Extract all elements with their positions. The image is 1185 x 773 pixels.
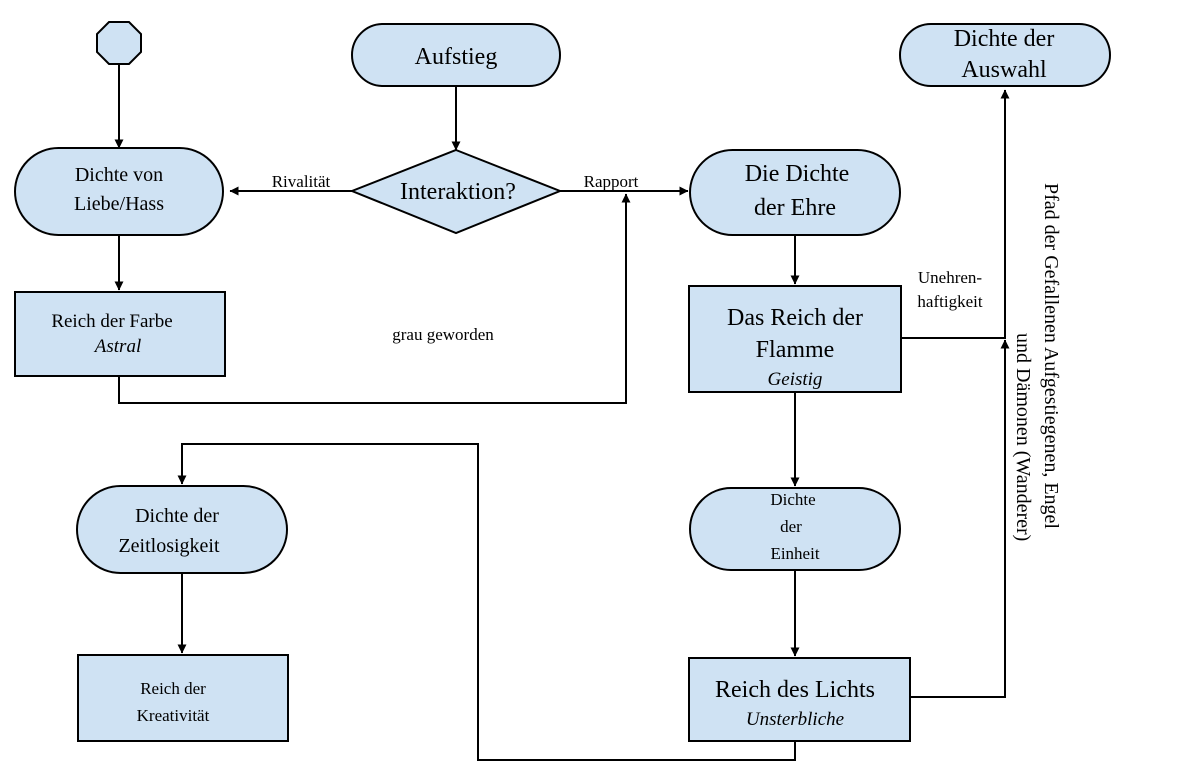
- label-rapport: Rapport: [584, 172, 639, 191]
- node-dichte-einheit-line3: Einheit: [770, 544, 819, 563]
- node-reich-flamme-shape: [688, 285, 902, 393]
- label-pfad-line2: und Dämonen (Wanderer): [1012, 333, 1034, 541]
- node-dichte-ehre-line1: Die Dichte: [745, 161, 850, 187]
- node-reich-lichts-title: Reich des Lichts: [715, 677, 875, 703]
- label-grau-geworden: grau geworden: [392, 325, 494, 344]
- start-node-octagon: [96, 21, 142, 65]
- node-dichte-ehre-line2: der Ehre: [754, 195, 836, 221]
- node-liebe-hass: Dichte von Liebe/Hass: [14, 147, 224, 236]
- node-dichte-auswahl-line2: Auswahl: [961, 57, 1047, 83]
- node-dichte-auswahl: Dichte der Auswahl: [899, 23, 1111, 87]
- node-reich-lichts-sub: Unsterbliche: [746, 709, 844, 730]
- node-reich-flamme-sub: Geistig: [768, 369, 823, 390]
- node-dichte-einheit-shape: [689, 487, 901, 571]
- node-interaktion-label: Interaktion?: [400, 179, 516, 205]
- node-dichte-zeitlosigkeit-line1: Dichte der: [135, 505, 219, 527]
- node-liebe-hass-shape: [14, 147, 224, 236]
- node-reich-flamme-title2: Flamme: [756, 337, 835, 363]
- node-aufstieg-label: Aufstieg: [415, 44, 498, 70]
- node-reich-farbe-shape: [14, 291, 226, 377]
- node-reich-farbe: Reich der Farbe Astral: [14, 291, 226, 377]
- node-dichte-zeitlosigkeit-shape: [76, 485, 288, 574]
- node-dichte-zeitlosigkeit: Dichte der Zeitlosigkeit: [76, 485, 288, 574]
- label-rivalitaet: Rivalität: [272, 172, 331, 191]
- node-reich-kreativitaet: Reich der Kreativität: [77, 654, 289, 742]
- node-dichte-einheit-line1: Dichte: [770, 490, 815, 509]
- node-reich-kreativitaet-shape: [77, 654, 289, 742]
- node-liebe-hass-line1: Dichte von: [75, 164, 163, 186]
- node-interaktion-shape: [349, 148, 563, 235]
- node-dichte-zeitlosigkeit-line2: Zeitlosigkeit: [118, 535, 220, 557]
- edges: [114, 64, 1010, 761]
- node-reich-kreativitaet-line2: Kreativität: [137, 706, 210, 725]
- node-reich-farbe-sub: Astral: [93, 336, 141, 357]
- node-dichte-auswahl-shape: [899, 23, 1111, 87]
- node-aufstieg-shape: [351, 23, 561, 87]
- label-unehrenhaftigkeit-line1: Unehren-: [918, 268, 983, 287]
- edge-pfad-gefallene: [910, 339, 1010, 698]
- node-reich-flamme: Das Reich der Flamme Geistig: [688, 285, 902, 393]
- node-reich-kreativitaet-line1: Reich der: [140, 679, 206, 698]
- edge-grau-geworden: [118, 193, 631, 404]
- node-liebe-hass-line2: Liebe/Hass: [74, 193, 164, 215]
- node-interaktion: Interaktion?: [349, 148, 563, 235]
- label-pfad-line1: Pfad der Gefallenen Aufgestiegenen, Enge…: [1040, 183, 1062, 529]
- node-aufstieg: Aufstieg: [351, 23, 561, 87]
- edge-lichts-to-zeitlosigkeit: [177, 443, 796, 761]
- node-reich-farbe-title: Reich der Farbe: [51, 311, 172, 332]
- edge-unehrenhaftigkeit: [900, 89, 1010, 339]
- node-reich-lichts-shape: [688, 657, 911, 742]
- node-dichte-ehre: Die Dichte der Ehre: [689, 149, 901, 236]
- node-dichte-ehre-shape: [689, 149, 901, 236]
- node-dichte-einheit-line2: der: [780, 517, 802, 536]
- node-dichte-auswahl-line1: Dichte der: [954, 26, 1055, 52]
- label-unehrenhaftigkeit-line2: haftigkeit: [917, 292, 982, 311]
- node-dichte-einheit: Dichte der Einheit: [689, 487, 901, 571]
- node-reich-lichts: Reich des Lichts Unsterbliche: [688, 657, 911, 742]
- node-reich-flamme-title1: Das Reich der: [727, 305, 863, 331]
